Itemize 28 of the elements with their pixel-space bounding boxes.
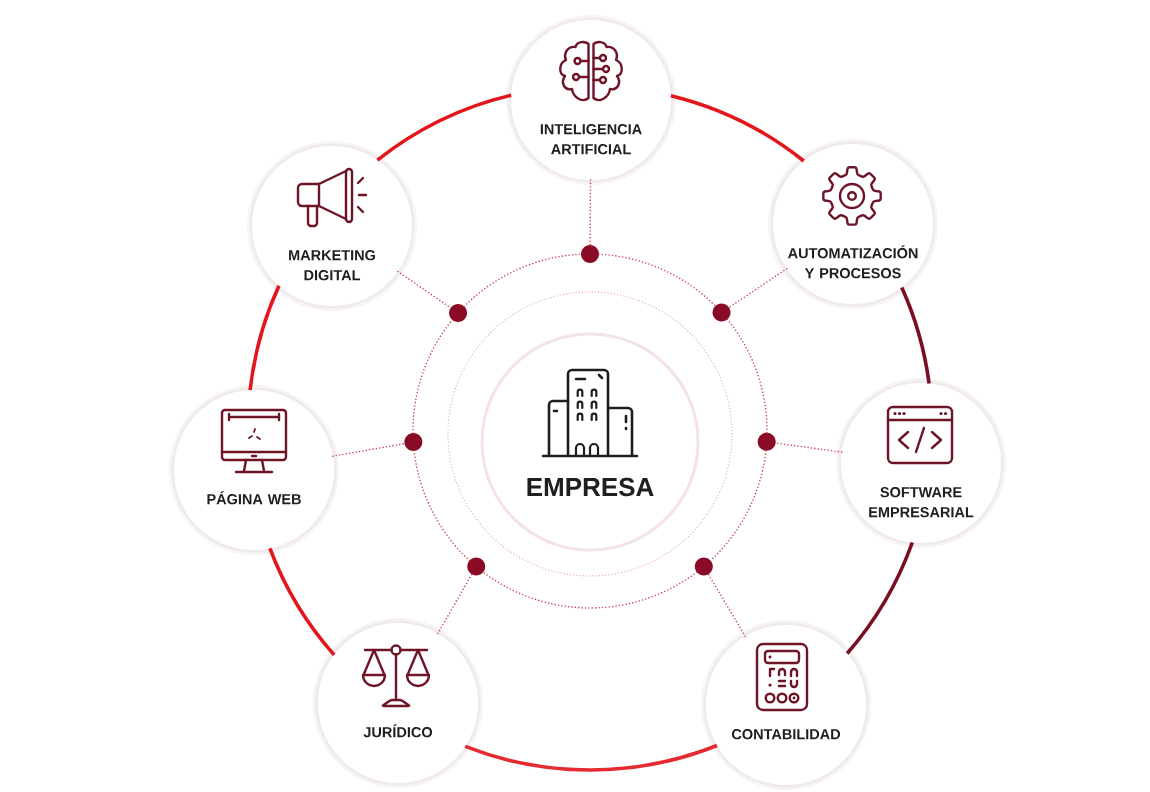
dot [404,433,423,452]
dotted-arc [709,449,767,562]
dotted-arc [412,319,454,434]
dotted-arc [598,253,717,307]
dot [694,557,713,576]
dotted-line [437,573,473,635]
dotted-line [774,442,843,453]
dotted-line [332,442,406,457]
ring-arc [900,286,931,384]
dotted-arc [413,450,471,562]
ring-arc [248,285,281,391]
ring-arc [670,93,805,163]
dotted-arc [726,318,768,434]
dotted-line [397,270,452,309]
ring-arc [376,93,512,162]
dotted-line [728,267,788,309]
dotted-arc [463,253,582,308]
dotted-line [707,573,746,637]
dot [581,245,599,263]
dot [757,432,776,451]
dotted-line [589,179,592,246]
dot [712,303,731,322]
ring-arc [268,547,336,657]
dotted-arc [482,571,698,609]
ring-arc [464,743,718,772]
dot [449,304,468,322]
dot [467,557,486,576]
ring-arc [845,541,914,655]
